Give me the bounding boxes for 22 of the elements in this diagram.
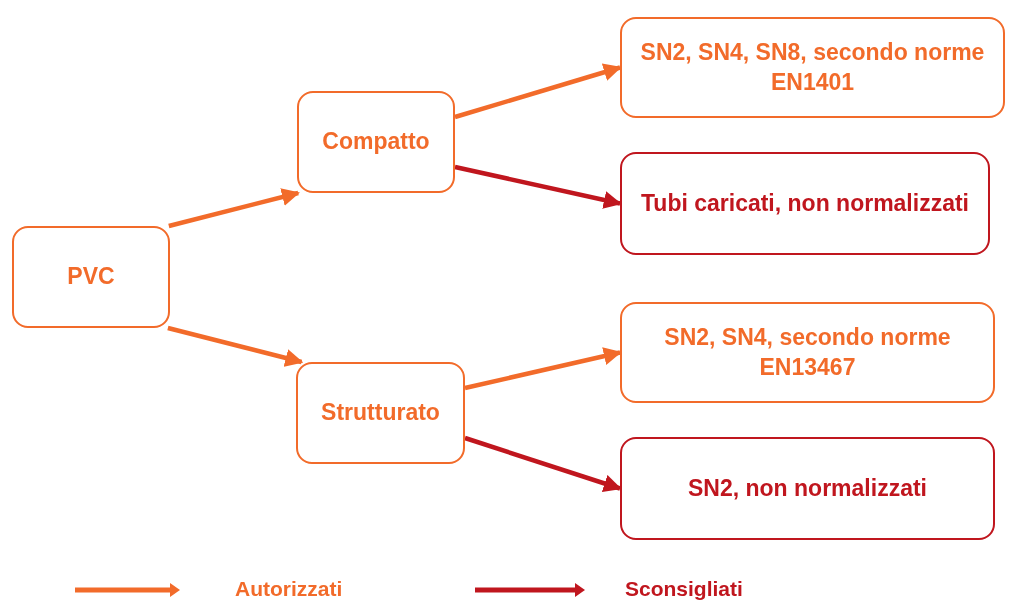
- node-label: SN2, non normalizzati: [687, 473, 928, 503]
- rounded-box: [620, 152, 990, 255]
- arrow: [168, 188, 300, 229]
- arrow: [464, 435, 622, 493]
- legend-label: Autorizzati: [235, 577, 343, 601]
- rounded-box: [620, 437, 995, 540]
- legend-label: Sconsigliati: [625, 577, 743, 601]
- arrow: [464, 347, 622, 391]
- rounded-box: [620, 17, 1005, 118]
- rounded-box: [296, 362, 465, 464]
- arrow: [454, 164, 622, 209]
- node-label: Strutturato: [320, 398, 441, 428]
- node-label: SN2, SN4, secondo norme EN13467: [663, 322, 952, 382]
- node-label: Compatto: [321, 127, 431, 157]
- node-label: PVC: [66, 262, 116, 292]
- node-label: Tubi caricati, non normalizzati: [640, 188, 970, 218]
- node-label: SN2, SN4, SN8, secondo norme EN1401: [639, 37, 986, 97]
- rounded-box: [620, 302, 995, 403]
- arrow: [167, 325, 304, 367]
- rounded-box: [12, 226, 170, 328]
- arrow: [454, 63, 622, 120]
- rounded-box: [297, 91, 455, 193]
